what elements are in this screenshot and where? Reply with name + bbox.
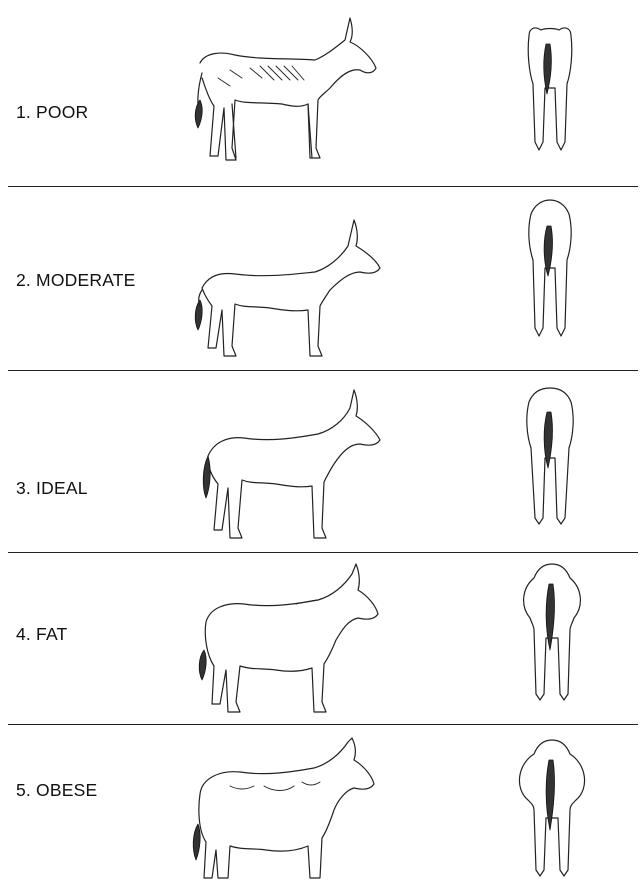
row-poor: 1. POOR bbox=[0, 0, 641, 186]
row-obese: 5. OBESE bbox=[0, 724, 641, 881]
donkey-rear-view-poor bbox=[515, 22, 585, 172]
donkey-side-view-obese bbox=[190, 738, 390, 888]
row-fat: 4. FAT bbox=[0, 552, 641, 724]
level-label-poor: 1. POOR bbox=[16, 102, 88, 123]
level-label-moderate: 2. MODERATE bbox=[16, 270, 136, 291]
donkey-side-view-poor bbox=[190, 8, 390, 168]
level-label-fat: 4. FAT bbox=[16, 624, 67, 645]
donkey-side-view-ideal bbox=[196, 388, 396, 553]
level-label-obese: 5. OBESE bbox=[16, 780, 97, 801]
row-moderate: 2. MODERATE bbox=[0, 186, 641, 370]
donkey-rear-view-moderate bbox=[515, 196, 585, 346]
donkey-side-view-fat bbox=[196, 564, 396, 724]
level-label-ideal: 3. IDEAL bbox=[16, 478, 88, 499]
row-ideal: 3. IDEAL bbox=[0, 370, 641, 552]
donkey-rear-view-obese bbox=[510, 738, 594, 878]
donkey-rear-view-fat bbox=[512, 560, 592, 710]
donkey-side-view-moderate bbox=[190, 198, 390, 363]
donkey-rear-view-ideal bbox=[515, 384, 585, 534]
